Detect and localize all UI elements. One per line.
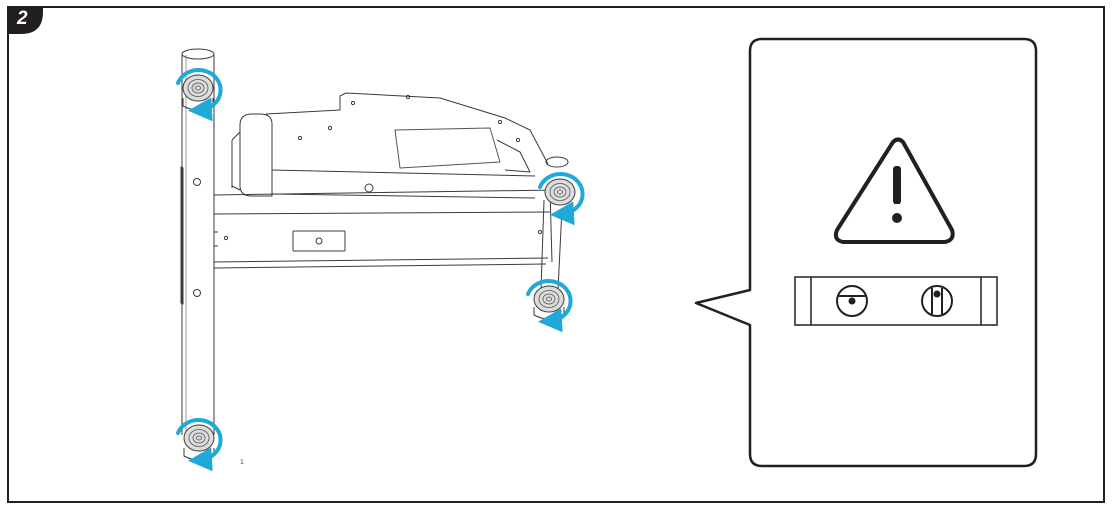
step-badge: 2 xyxy=(7,6,43,34)
rotate-arrow-icon xyxy=(176,68,223,122)
rotate-arrow-icon xyxy=(538,172,585,226)
right-leg-tube xyxy=(540,156,569,291)
cross-beam xyxy=(213,189,556,269)
upper-housing xyxy=(223,92,549,241)
step-number: 2 xyxy=(17,8,28,29)
small-mark: 1 xyxy=(240,459,244,466)
spirit-level-icon xyxy=(794,276,998,326)
foot-middle-right xyxy=(533,285,565,320)
rotate-arrow-icon xyxy=(176,418,223,472)
step-badge-shape xyxy=(7,6,43,34)
foot-top-right xyxy=(544,178,576,206)
foot-bottom-left xyxy=(183,424,215,461)
foot-top-left xyxy=(182,74,214,111)
callout-bubble xyxy=(694,37,1038,468)
warning-triangle-icon xyxy=(833,137,955,244)
rotate-arrow-icon xyxy=(526,279,573,333)
stand-body xyxy=(180,48,569,435)
